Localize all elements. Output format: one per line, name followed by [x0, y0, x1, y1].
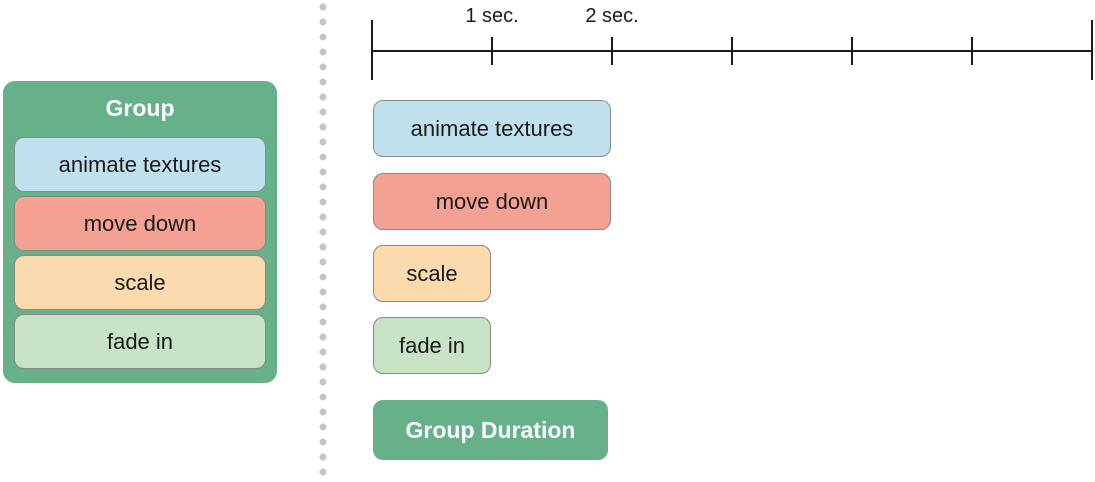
group-item-scale: scale	[14, 255, 266, 310]
timeline-tick-label-2s: 2 sec.	[585, 5, 639, 27]
timeline-tick	[491, 37, 493, 65]
schedule-bar-fade-in: fade in	[373, 317, 491, 374]
timeline-tick	[851, 37, 853, 65]
timeline-tick	[611, 37, 613, 65]
timeline-tick-label-1s: 1 sec.	[465, 5, 519, 27]
dotted-divider	[319, 0, 327, 482]
group-panel-title: Group	[105, 95, 175, 121]
timeline-tick	[731, 37, 733, 65]
schedule-bar-animate-textures: animate textures	[373, 100, 611, 157]
timeline-tick	[971, 37, 973, 65]
group-duration-bar: Group Duration	[373, 400, 608, 460]
group-item-animate-textures: animate textures	[14, 137, 266, 192]
schedule-bar-move-down: move down	[373, 173, 611, 230]
group-item-fade-in: fade in	[14, 314, 266, 369]
schedule-bar-scale: scale	[373, 245, 491, 302]
timeline-end-tick	[371, 20, 373, 80]
group-item-move-down: move down	[14, 196, 266, 251]
timeline-end-tick	[1091, 20, 1093, 80]
